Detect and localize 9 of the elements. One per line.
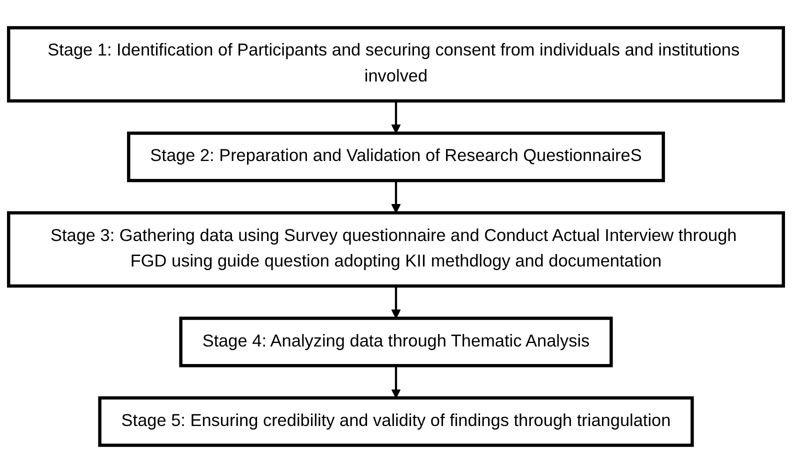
node-box: Stage 2: Preparation and Validation of Research QuestionnaireS [127, 132, 665, 182]
node-box: Stage 5: Ensuring credibility and validity of findings through triangulation [98, 396, 694, 447]
arrow [391, 100, 401, 134]
arrow [391, 366, 401, 398]
node-box: Stage 1: Identification of Participants and securing consent from individuals and institutions involved [7, 26, 785, 103]
arrow [391, 180, 401, 214]
node-box: Stage 3: Gathering data using Survey questionnaire and Conduct Actual Interview through FGD using guide question adopting KII methdlogy and documentation [7, 211, 785, 288]
node-box: Stage 4: Analyzing data through Thematic Analysis [179, 316, 613, 368]
arrow [391, 286, 401, 319]
